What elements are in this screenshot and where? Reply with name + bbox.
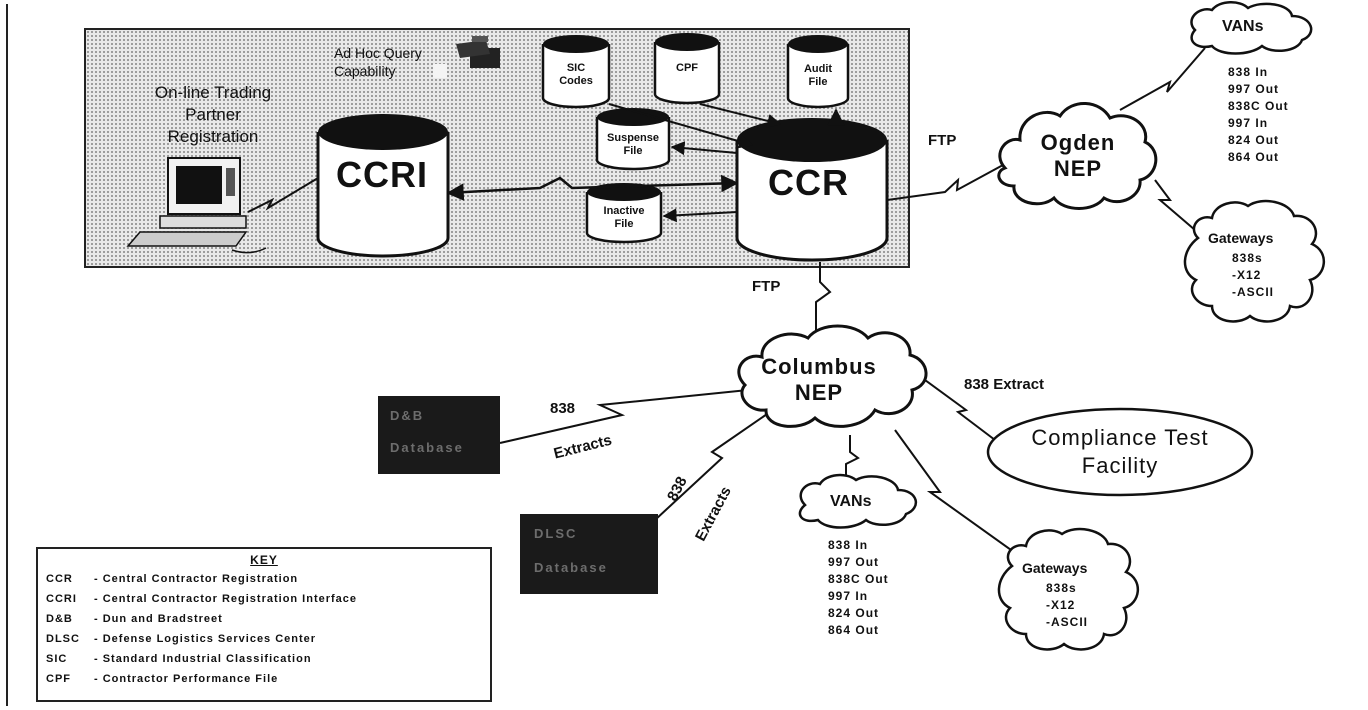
inactive-file-label: Inactive File (603, 205, 645, 230)
ogden-nep-label: Ogden NEP (1040, 130, 1116, 181)
gateways-top-title: Gateways (1208, 230, 1274, 246)
columbus-nep-label: Columbus NEP (761, 354, 877, 405)
ogden-nep-cloud (997, 102, 1158, 210)
dlsc-box-line1: DLSC (534, 526, 578, 541)
ccr-label: CCR (768, 162, 849, 203)
audit-file-label: Audit File (803, 63, 833, 88)
vans-bottom-cloud (798, 473, 918, 529)
columbus-nep-cloud (737, 324, 928, 428)
key-desc: - Contractor Performance File (94, 673, 279, 685)
dnb-extracts-number: 838 (550, 400, 576, 417)
gateways-top-item: 838s (1232, 251, 1263, 265)
gateways-bottom-list: 838s -X12 -ASCII (1046, 580, 1088, 631)
key-desc: - Defense Logistics Services Center (94, 633, 317, 645)
query-tool-icon (433, 36, 500, 78)
dnb-box-line2: Database (390, 440, 464, 455)
ccri-database-icon (316, 114, 450, 258)
key-legend: KEY CCR - Central Contractor Registration… (36, 547, 492, 702)
key-abbr: DLSC (46, 633, 80, 645)
vans-bottom-item: 838C Out (828, 572, 889, 586)
gateways-bottom-cloud (997, 527, 1139, 651)
key-abbr: CCRI (46, 593, 77, 605)
vans-top-item: 838 In (1228, 65, 1269, 79)
dnb-database-box: D&B Database (378, 396, 500, 474)
key-row: SIC - Standard Industrial Classification (46, 653, 312, 665)
vans-bottom-item: 838 In (828, 538, 869, 552)
vans-top-item: 824 Out (1228, 133, 1280, 147)
vans-bottom-item: 997 In (828, 589, 869, 603)
ccr-database-icon (735, 118, 889, 262)
key-desc: - Central Contractor Registration Interf… (94, 593, 358, 605)
compliance-test-facility-ellipse (986, 407, 1254, 497)
online-registration-label: On-line Trading Partner Registration (154, 83, 272, 146)
vans-bottom-list: 838 In 997 Out 838C Out 997 In 824 Out 8… (828, 537, 889, 639)
vans-bottom-item: 864 Out (828, 623, 880, 637)
page-border (6, 4, 8, 706)
dnb-box-line1: D&B (390, 408, 425, 423)
suspense-file-label: Suspense File (607, 132, 659, 157)
vans-top-title: VANs (1222, 18, 1264, 35)
key-row: CCRI - Central Contractor Registration In… (46, 593, 357, 605)
gateways-bottom-item: 838s (1046, 581, 1077, 595)
gateways-bottom-item: -ASCII (1046, 615, 1088, 629)
key-row: CPF - Contractor Performance File (46, 673, 278, 685)
key-desc: - Dun and Bradstreet (94, 613, 223, 625)
key-abbr: CCR (46, 573, 73, 585)
gateways-top-item: -ASCII (1232, 285, 1274, 299)
ftp-columbus-label: FTP (752, 278, 781, 295)
key-row: DLSC - Defense Logistics Services Center (46, 633, 316, 645)
gateways-bottom-title: Gateways (1022, 560, 1088, 576)
key-title: KEY (250, 553, 278, 567)
workstation-computer-icon (126, 157, 267, 254)
sic-codes-label: SIC Codes (559, 62, 593, 87)
compliance-test-facility-label: Compliance Test Facility (1031, 425, 1209, 478)
ftp-ogden-label: FTP (928, 132, 957, 149)
key-abbr: D&B (46, 613, 73, 625)
vans-top-item: 864 Out (1228, 150, 1280, 164)
vans-top-list: 838 In 997 Out 838C Out 997 In 824 Out 8… (1228, 64, 1289, 166)
vans-bottom-item: 997 Out (828, 555, 880, 569)
key-abbr: SIC (46, 653, 68, 665)
vans-top-item: 997 In (1228, 116, 1269, 130)
sic-codes-database-icon (541, 35, 611, 109)
gateways-top-item: -X12 (1232, 268, 1262, 282)
ad-hoc-query-label: Ad Hoc Query Capability (334, 45, 422, 79)
suspense-file-database-icon (595, 108, 671, 171)
vans-top-cloud (1190, 1, 1313, 55)
extract-838-label: 838 Extract (964, 376, 1045, 393)
dlsc-box-line2: Database (534, 560, 608, 575)
key-desc: - Central Contractor Registration (94, 573, 299, 585)
key-desc: - Standard Industrial Classification (94, 653, 312, 665)
vans-bottom-title: VANs (830, 493, 872, 510)
dlsc-database-box: DLSC Database (520, 514, 658, 594)
vans-bottom-item: 824 Out (828, 606, 880, 620)
audit-file-database-icon (786, 35, 850, 109)
gateways-bottom-item: -X12 (1046, 598, 1076, 612)
vans-top-item: 838C Out (1228, 99, 1289, 113)
cpf-database-icon (653, 33, 721, 105)
vans-top-item: 997 Out (1228, 82, 1280, 96)
key-row: D&B - Dun and Bradstreet (46, 613, 223, 625)
key-row: CCR - Central Contractor Registration (46, 573, 298, 585)
key-abbr: CPF (46, 673, 71, 685)
gateways-top-cloud (1183, 199, 1325, 323)
ccri-label: CCRI (336, 154, 428, 195)
cpf-label: CPF (676, 62, 698, 74)
gateways-top-list: 838s -X12 -ASCII (1232, 250, 1274, 301)
